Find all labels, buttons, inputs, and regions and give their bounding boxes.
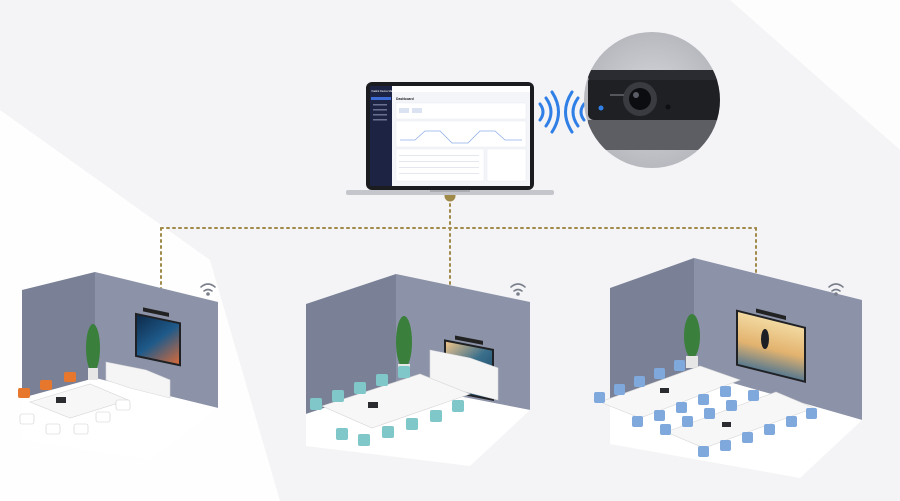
sidebar-item [373, 119, 387, 121]
room-cabinet [105, 361, 171, 399]
dashboard-card [395, 102, 527, 120]
room-plant-pot [88, 368, 98, 380]
laptop-topbar [392, 86, 530, 92]
dashboard-table-row [399, 155, 479, 156]
room-chairs [18, 372, 76, 398]
room-plant [396, 316, 412, 368]
room-chairs [310, 366, 464, 446]
room-display-penguin [761, 329, 769, 349]
room-camera-bar [756, 308, 786, 320]
room-medium [306, 274, 530, 466]
sidebar-item [373, 114, 387, 116]
camera-indicator-icon [598, 105, 604, 111]
room-small [18, 272, 218, 460]
dashboard-card-item [399, 108, 409, 113]
sidebar-item [373, 109, 387, 111]
room-laptop [56, 397, 66, 403]
laptop-app-title: Yealink Device Management [371, 89, 404, 93]
room-display-screen [137, 315, 179, 365]
laptop-base-notch [430, 190, 470, 192]
room-plant [684, 314, 700, 358]
room-plant [86, 324, 100, 372]
room-wall-left [610, 258, 694, 404]
background-band [730, 0, 900, 150]
room-table [599, 365, 741, 419]
room-camera-bar [143, 307, 169, 317]
room-camera-bar [455, 335, 483, 345]
sidebar-active-item [371, 97, 391, 100]
room-chairs-white [19, 399, 131, 435]
wifi-icon [828, 283, 844, 296]
dashboard-table-card [395, 148, 485, 182]
dashboard-side-card [486, 148, 527, 182]
wifi-icon [510, 283, 526, 296]
room-large [594, 258, 862, 478]
camera-label [610, 94, 624, 96]
dashboard-table-row [399, 167, 479, 168]
dashboard-chart-line [400, 130, 522, 144]
room-display-screen [738, 312, 804, 381]
room-laptop [660, 388, 669, 393]
dashboard-card-item [412, 108, 422, 113]
laptop-page-title: Dashboard [396, 97, 414, 101]
dashboard-table-row [399, 161, 479, 162]
wifi-icon [200, 283, 216, 296]
camera-closeup [584, 32, 720, 168]
laptop-base [346, 190, 554, 195]
room-laptop [722, 422, 731, 427]
room-chairs [594, 360, 817, 457]
laptop-sidebar [370, 86, 392, 186]
sidebar-item [373, 104, 387, 106]
laptop: Yealink Device Management Dashboard [346, 82, 554, 195]
room-plant-pot [686, 356, 698, 368]
camera-body [588, 76, 720, 120]
room-laptop [368, 402, 378, 408]
room-wall-left [22, 272, 95, 398]
camera-lens-glint [633, 92, 639, 98]
camera-lens [629, 88, 651, 110]
camera-top [588, 70, 720, 80]
room-wall-left [306, 274, 396, 414]
wireless-signal-icon [538, 90, 586, 134]
camera-sensor [665, 104, 671, 110]
camera-mount [588, 120, 720, 150]
dashboard-table-row [399, 173, 479, 174]
